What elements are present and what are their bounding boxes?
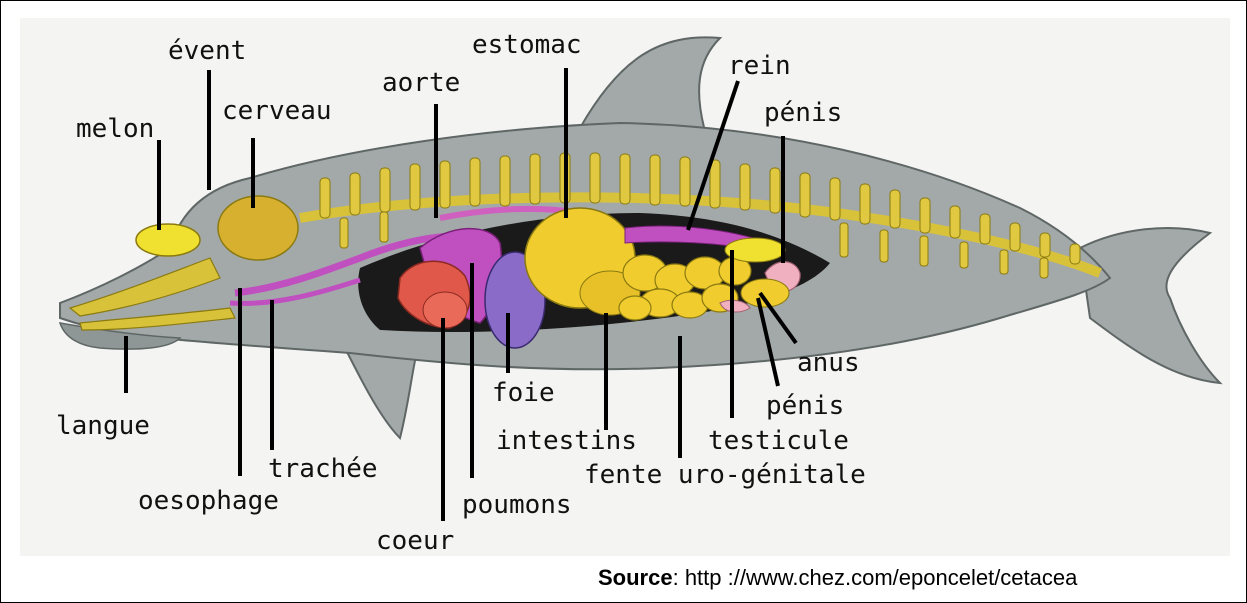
source-prefix: Source [598,565,673,590]
label-penis-bottom: pénis [766,393,844,419]
source-caption: Source: http ://www.chez.com/eponcelet/c… [598,565,1077,591]
label-trachee: trachée [268,456,378,482]
label-coeur: coeur [376,528,454,554]
label-melon: melon [76,116,154,142]
label-rein: rein [728,53,791,79]
label-anus: anus [797,350,860,376]
brain-organ [218,196,298,260]
dolphin-anatomy-diagram: melon évent cerveau aorte estomac rein p… [20,18,1230,556]
label-testicule: testicule [708,428,849,454]
label-oesophage: oesophage [138,488,279,514]
label-event: évent [168,38,246,64]
melon-organ [136,224,200,256]
label-foie: foie [492,380,555,406]
label-cerveau: cerveau [222,98,332,124]
source-url: : http ://www.chez.com/eponcelet/cetacea [673,565,1078,590]
label-fente: fente uro-génitale [584,462,866,488]
label-estomac: estomac [472,32,582,58]
label-poumons: poumons [462,492,572,518]
label-aorte: aorte [382,70,460,96]
label-langue: langue [56,413,150,439]
label-intestins: intestins [496,428,637,454]
label-penis-top: pénis [764,100,842,126]
